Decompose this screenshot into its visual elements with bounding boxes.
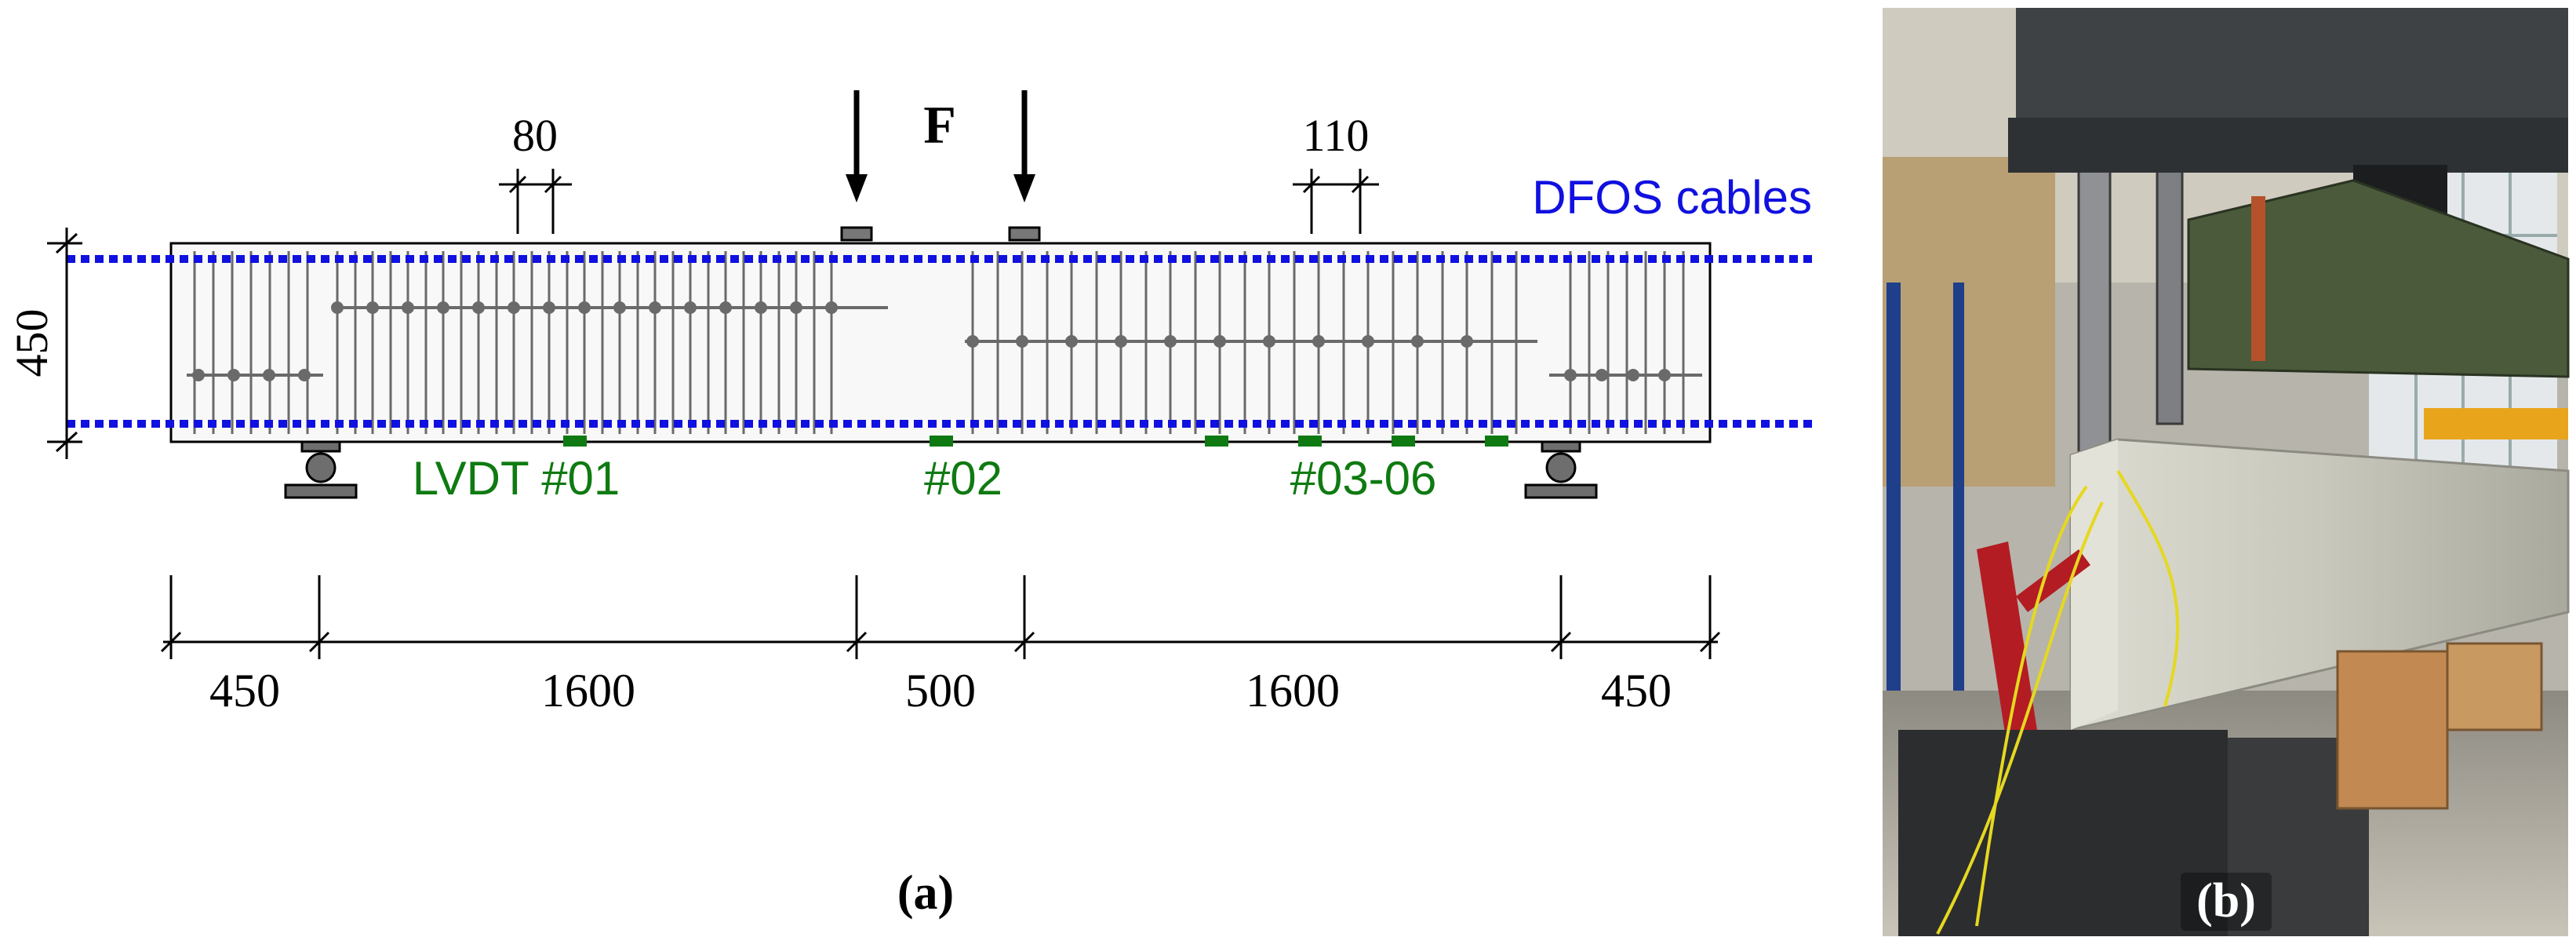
span-dimension-chain	[160, 575, 1721, 659]
force-arrow-right	[1013, 90, 1035, 202]
panel-label-b: (b)	[2196, 874, 2256, 928]
rebar-node	[1461, 335, 1473, 348]
rebar-node	[1658, 369, 1671, 381]
rebar-node	[1627, 369, 1639, 381]
rebar-node	[227, 369, 240, 381]
dfos-label: DFOS cables	[1532, 171, 1812, 224]
rebar-node	[684, 301, 697, 314]
wooden-crate	[2336, 650, 2449, 810]
rebar-node	[1065, 335, 1078, 348]
rebar-node	[755, 301, 767, 314]
rebar-node	[1312, 335, 1325, 348]
lvdt-marker-03	[1205, 436, 1228, 447]
beam-diagram: DFOS cables F	[6, 90, 1812, 920]
rebar-node	[1362, 335, 1374, 348]
span-dim-5: 450	[1601, 665, 1672, 716]
dfos-cables	[67, 255, 1812, 428]
lvdt-marker-01	[563, 436, 587, 447]
rebar-node	[1595, 369, 1608, 381]
rebar-node	[543, 301, 555, 314]
frame-column-right	[2156, 140, 2184, 425]
rebar-node	[1164, 335, 1177, 348]
load-plate-left	[840, 226, 873, 242]
rebar-node	[1263, 335, 1275, 348]
force-arrow-left	[846, 90, 868, 202]
panel-label-a: (a)	[897, 866, 954, 920]
rebar-node	[649, 301, 661, 314]
lvdt-marker-02	[930, 436, 953, 447]
lvdt-label-03-06: #03-06	[1290, 452, 1437, 505]
rebar-node	[966, 335, 979, 348]
spacing-label-left: 80	[512, 110, 558, 161]
force-label: F	[923, 95, 956, 155]
height-dim-label: 450	[6, 309, 57, 377]
rebar-node	[437, 301, 449, 314]
rebar-node	[719, 301, 732, 314]
rebar-node	[472, 301, 485, 314]
lvdt-label-01: LVDT #01	[413, 452, 620, 505]
support-left	[284, 440, 358, 499]
rebar-node	[1213, 335, 1226, 348]
span-dim-1: 450	[209, 665, 280, 716]
rebar-node	[1016, 335, 1028, 348]
load-plate-right	[1008, 226, 1041, 242]
spacing-label-right: 110	[1303, 110, 1370, 161]
span-dim-4: 1600	[1246, 665, 1340, 716]
rebar-node	[790, 301, 802, 314]
rebar-node	[1564, 369, 1577, 381]
rebar-node	[508, 301, 520, 314]
lvdt-marker-05	[1392, 436, 1415, 447]
rebar-node	[1115, 335, 1127, 348]
red-support-frame	[1977, 541, 2039, 753]
rebar-node	[192, 369, 205, 381]
spacing-dim-left	[499, 169, 572, 234]
rebar-node	[613, 301, 626, 314]
span-dim-2: 1600	[541, 665, 635, 716]
spacing-dim-right	[1293, 169, 1379, 234]
support-block	[1898, 730, 2228, 936]
spreader-beam	[2187, 179, 2570, 378]
lvdt-label-02: #02	[924, 452, 1002, 505]
span-dim-3: 500	[905, 665, 976, 716]
rebar-node	[366, 301, 379, 314]
rebar-node	[1411, 335, 1424, 348]
rebar-node	[263, 369, 275, 381]
support-right	[1524, 440, 1598, 499]
rebar-node	[331, 301, 344, 314]
rebar-node	[825, 301, 838, 314]
lvdt-markers	[563, 436, 1508, 447]
rebar-node	[578, 301, 591, 314]
rebar-node	[402, 301, 414, 314]
panel-label-b-backdrop	[2181, 873, 2272, 931]
lab-photo: (b)	[1883, 8, 2570, 936]
lvdt-marker-06	[1485, 436, 1508, 447]
rebar-node	[298, 369, 311, 381]
height-dimension	[47, 228, 82, 459]
lvdt-marker-04	[1298, 436, 1322, 447]
longitudinal-rebars	[187, 301, 1702, 381]
